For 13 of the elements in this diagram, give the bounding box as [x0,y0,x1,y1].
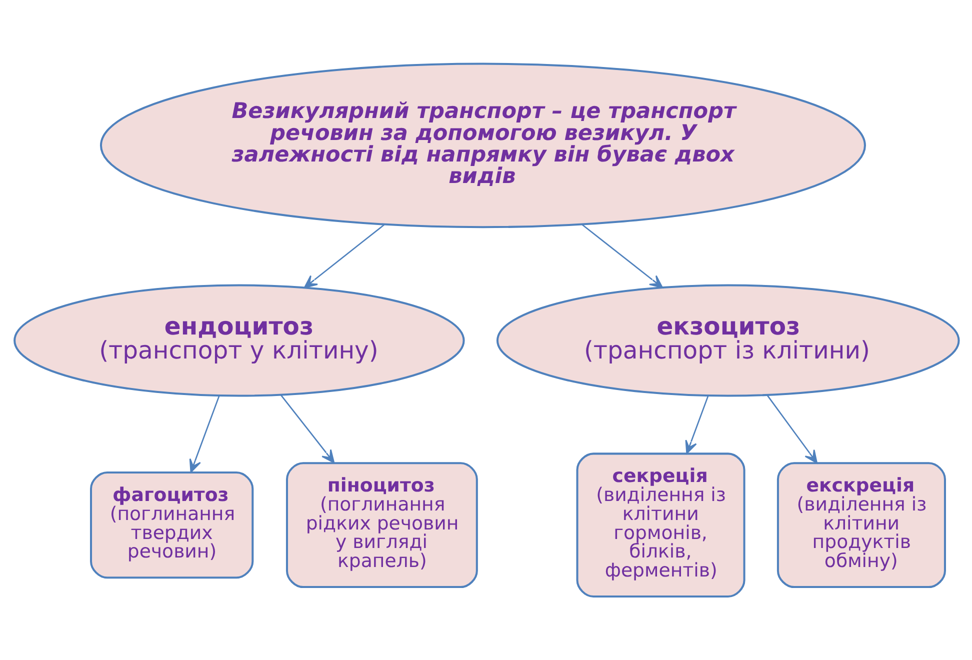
arrow [581,224,663,288]
arrow [280,394,334,464]
node-ellipse: екзоцитоз (транспорт із клітини) [496,284,960,397]
node-box: секреція (виділення із клітини гормонів, білків, ферментів) [576,452,745,598]
arrow [766,395,818,464]
node-box: піноцитоз (поглинання рідких речовин у вигляді крапель) [285,462,478,588]
node-box: фагоцитоз (поглинання твердих речовин) [90,472,254,579]
node-box: екскреція (виділення із клітини продуктів обміну) [776,462,946,588]
arrow [684,396,708,454]
arrow [188,396,220,473]
arrow [303,224,384,288]
node-ellipse: Везикулярний транспорт – це транспорт речовин за допомогою везикул. У залежності від напрямку він буває двох видів [99,62,866,228]
node-ellipse: ендоцитоз (транспорт у клітину) [13,284,464,397]
